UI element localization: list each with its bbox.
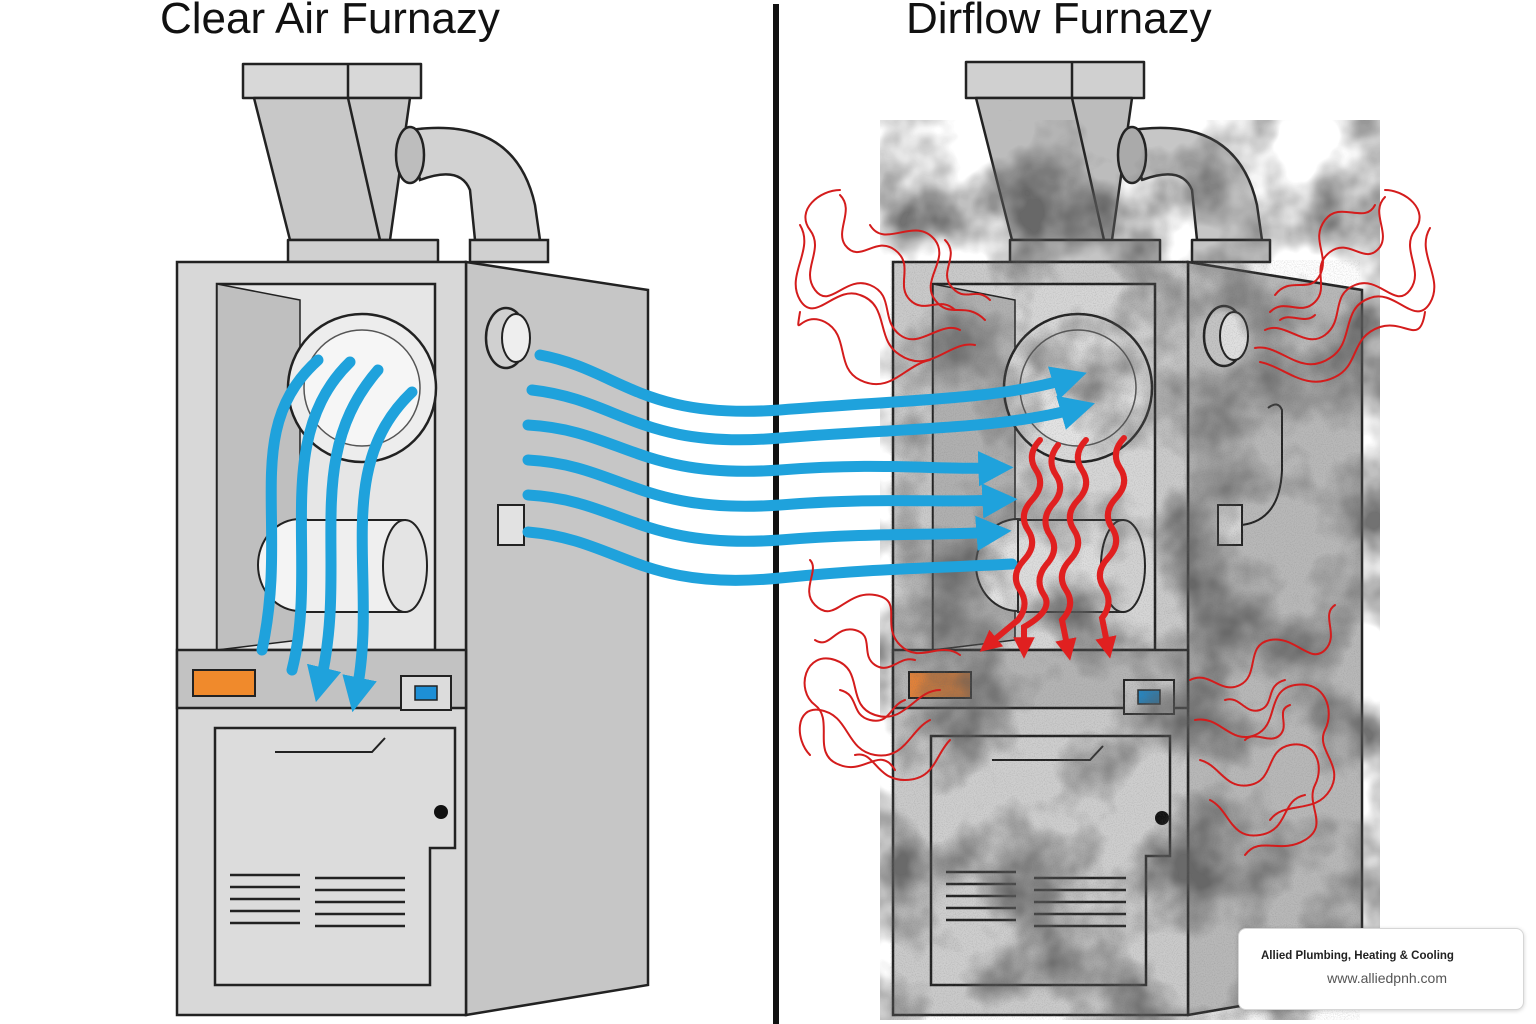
internal-airflow-arrows (256, 354, 418, 713)
louver-vents (230, 873, 405, 928)
side-switch (497, 504, 525, 546)
dirty-airflow-furnace-title: Dirflow Furnazy (906, 0, 1212, 43)
cross-airflow-arrows (522, 349, 1095, 586)
heat-wave-lines (794, 189, 1436, 856)
clear-air-furnace-title: Clear Air Furnazy (160, 0, 500, 43)
vent-elbow-pipe (394, 125, 550, 264)
company-name: Allied Plumbing, Heating & Cooling (1261, 950, 1454, 962)
clear-air-furnace (175, 62, 650, 1017)
orange-indicator-light (192, 669, 256, 697)
brand-card[interactable]: Allied Plumbing, Heating & Cooling www.a… (1238, 928, 1524, 1010)
door-knob (434, 805, 448, 819)
restricted-heat-arrows (979, 435, 1128, 661)
dirty-airflow-furnace (880, 60, 1380, 1020)
company-url-link[interactable]: www.alliedpnh.com (1327, 970, 1447, 986)
exhaust-flue (241, 62, 440, 264)
cabinet-side-panel (464, 260, 650, 1017)
lower-access-door (213, 726, 457, 987)
blue-indicator-light (414, 685, 438, 701)
